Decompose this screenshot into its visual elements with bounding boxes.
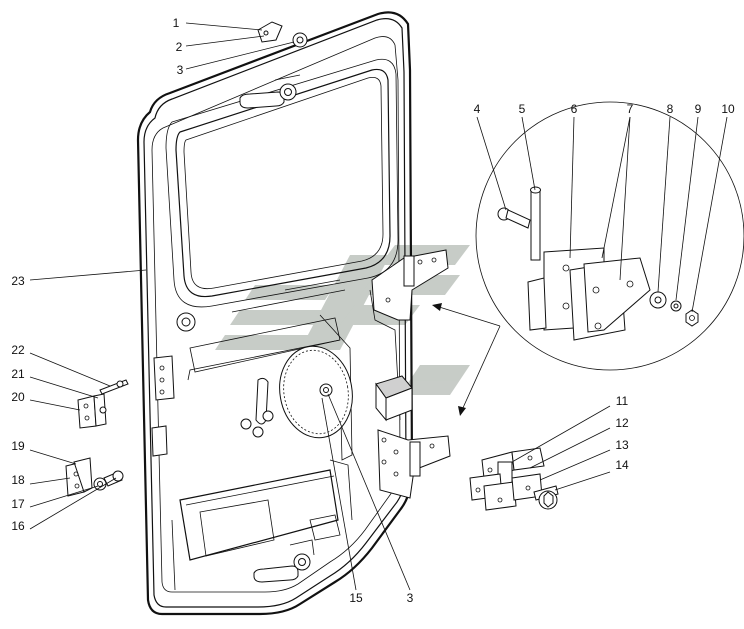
callout-12: 12 (615, 416, 629, 430)
callout-8: 8 (667, 102, 674, 116)
callout-18: 18 (11, 473, 25, 487)
callout-16: 16 (11, 519, 25, 533)
lower-hinge (377, 429, 451, 499)
callout-14: 14 (615, 458, 629, 472)
access-cover (279, 345, 353, 439)
callout-4: 4 (474, 102, 481, 116)
callout-7: 7 (627, 102, 634, 116)
callout-19: 19 (11, 439, 25, 453)
callout-5: 5 (519, 102, 526, 116)
callout-2: 2 (176, 40, 183, 54)
check-strap (375, 375, 413, 422)
callout-9: 9 (695, 102, 702, 116)
top-latch (257, 21, 308, 48)
callout-20: 20 (11, 390, 25, 404)
upper-hinge (371, 249, 449, 321)
callout-17: 17 (11, 497, 25, 511)
callout-labels: 1 2 3 4 5 6 7 8 9 10 11 12 13 14 15 3 16… (11, 16, 735, 605)
callout-21: 21 (11, 367, 25, 381)
detail-arrows (432, 303, 501, 416)
left-loose-parts (65, 379, 129, 497)
callout-10: 10 (721, 102, 735, 116)
lower-hinge-parts (469, 447, 559, 511)
callout-22: 22 (11, 343, 25, 357)
hinge-detail-circle (475, 101, 744, 371)
callout-23: 23 (11, 274, 25, 288)
lower-handle (253, 539, 315, 583)
inside-lever (240, 377, 274, 438)
callout-3b: 3 (407, 591, 414, 605)
leader-lines (29, 22, 728, 591)
side-lock (151, 312, 196, 457)
upper-handle (239, 74, 301, 109)
callout-1: 1 (173, 16, 180, 30)
callout-15: 15 (349, 591, 363, 605)
door-body (136, 11, 414, 616)
callout-13: 13 (615, 438, 629, 452)
callout-11: 11 (616, 394, 629, 408)
callout-6: 6 (571, 102, 578, 116)
callout-3: 3 (177, 63, 184, 77)
